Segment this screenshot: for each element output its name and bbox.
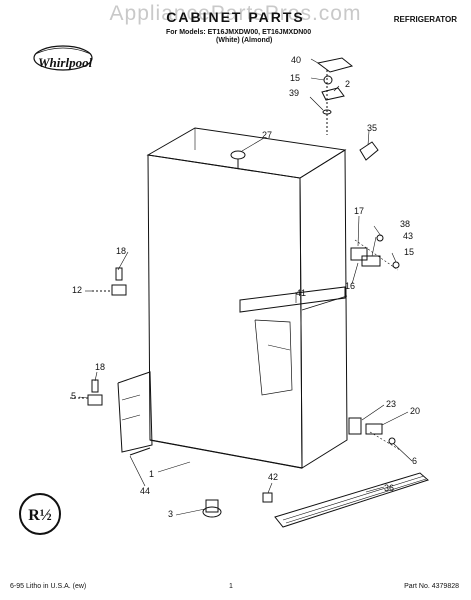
callout-43: 43 [403,231,414,241]
cabinet-top [146,127,347,179]
brand-logo-icon [33,45,93,71]
callout-36: 36 [384,483,395,493]
callout-18-top: 18 [116,246,127,256]
badge-text: R½ [28,507,52,524]
callout-5: 5 [71,391,77,401]
callout-41: 41 [296,288,307,298]
cabinet-side-left [147,154,303,469]
footer-part-number: Part No. 4379828 [404,583,459,590]
callout-35: 35 [367,123,378,133]
callout-6: 6 [412,456,418,466]
callout-39: 39 [289,88,300,98]
footer-left: 6-95 Litho in U.S.A. (ew) [10,583,87,590]
watermark-text: AppliancePartsPros.com [109,2,362,25]
models-line: For Models: ET16JMXDW00, ET16JMXDN00 [166,29,312,36]
callout-23: 23 [386,399,397,409]
brand-name: Whirlpool [38,55,93,70]
callout-38: 38 [400,219,411,229]
cabinet-front-right [299,149,348,469]
category-label: REFRIGERATOR [393,15,457,24]
callout-15-mid: 15 [404,247,415,257]
callout-1: 1 [149,469,155,479]
callout-3: 3 [168,509,174,519]
callout-15-top: 15 [290,73,301,83]
callout-2: 2 [345,79,351,89]
callout-17: 17 [354,206,365,216]
colors-line: (White) (Almond) [216,37,273,44]
callout-12: 12 [72,285,83,295]
callout-16: 16 [345,281,356,291]
callout-20: 20 [410,406,421,416]
callout-27: 27 [262,130,273,140]
callout-42: 42 [268,472,279,482]
badge-icon: R½ [19,493,61,535]
callout-44: 44 [140,486,151,496]
page-title: CABINET PARTS [166,9,305,25]
footer-page-number: 1 [229,583,233,590]
callout-40: 40 [291,55,302,65]
callout-18-bottom: 18 [95,362,106,372]
divider-rail [239,286,346,313]
